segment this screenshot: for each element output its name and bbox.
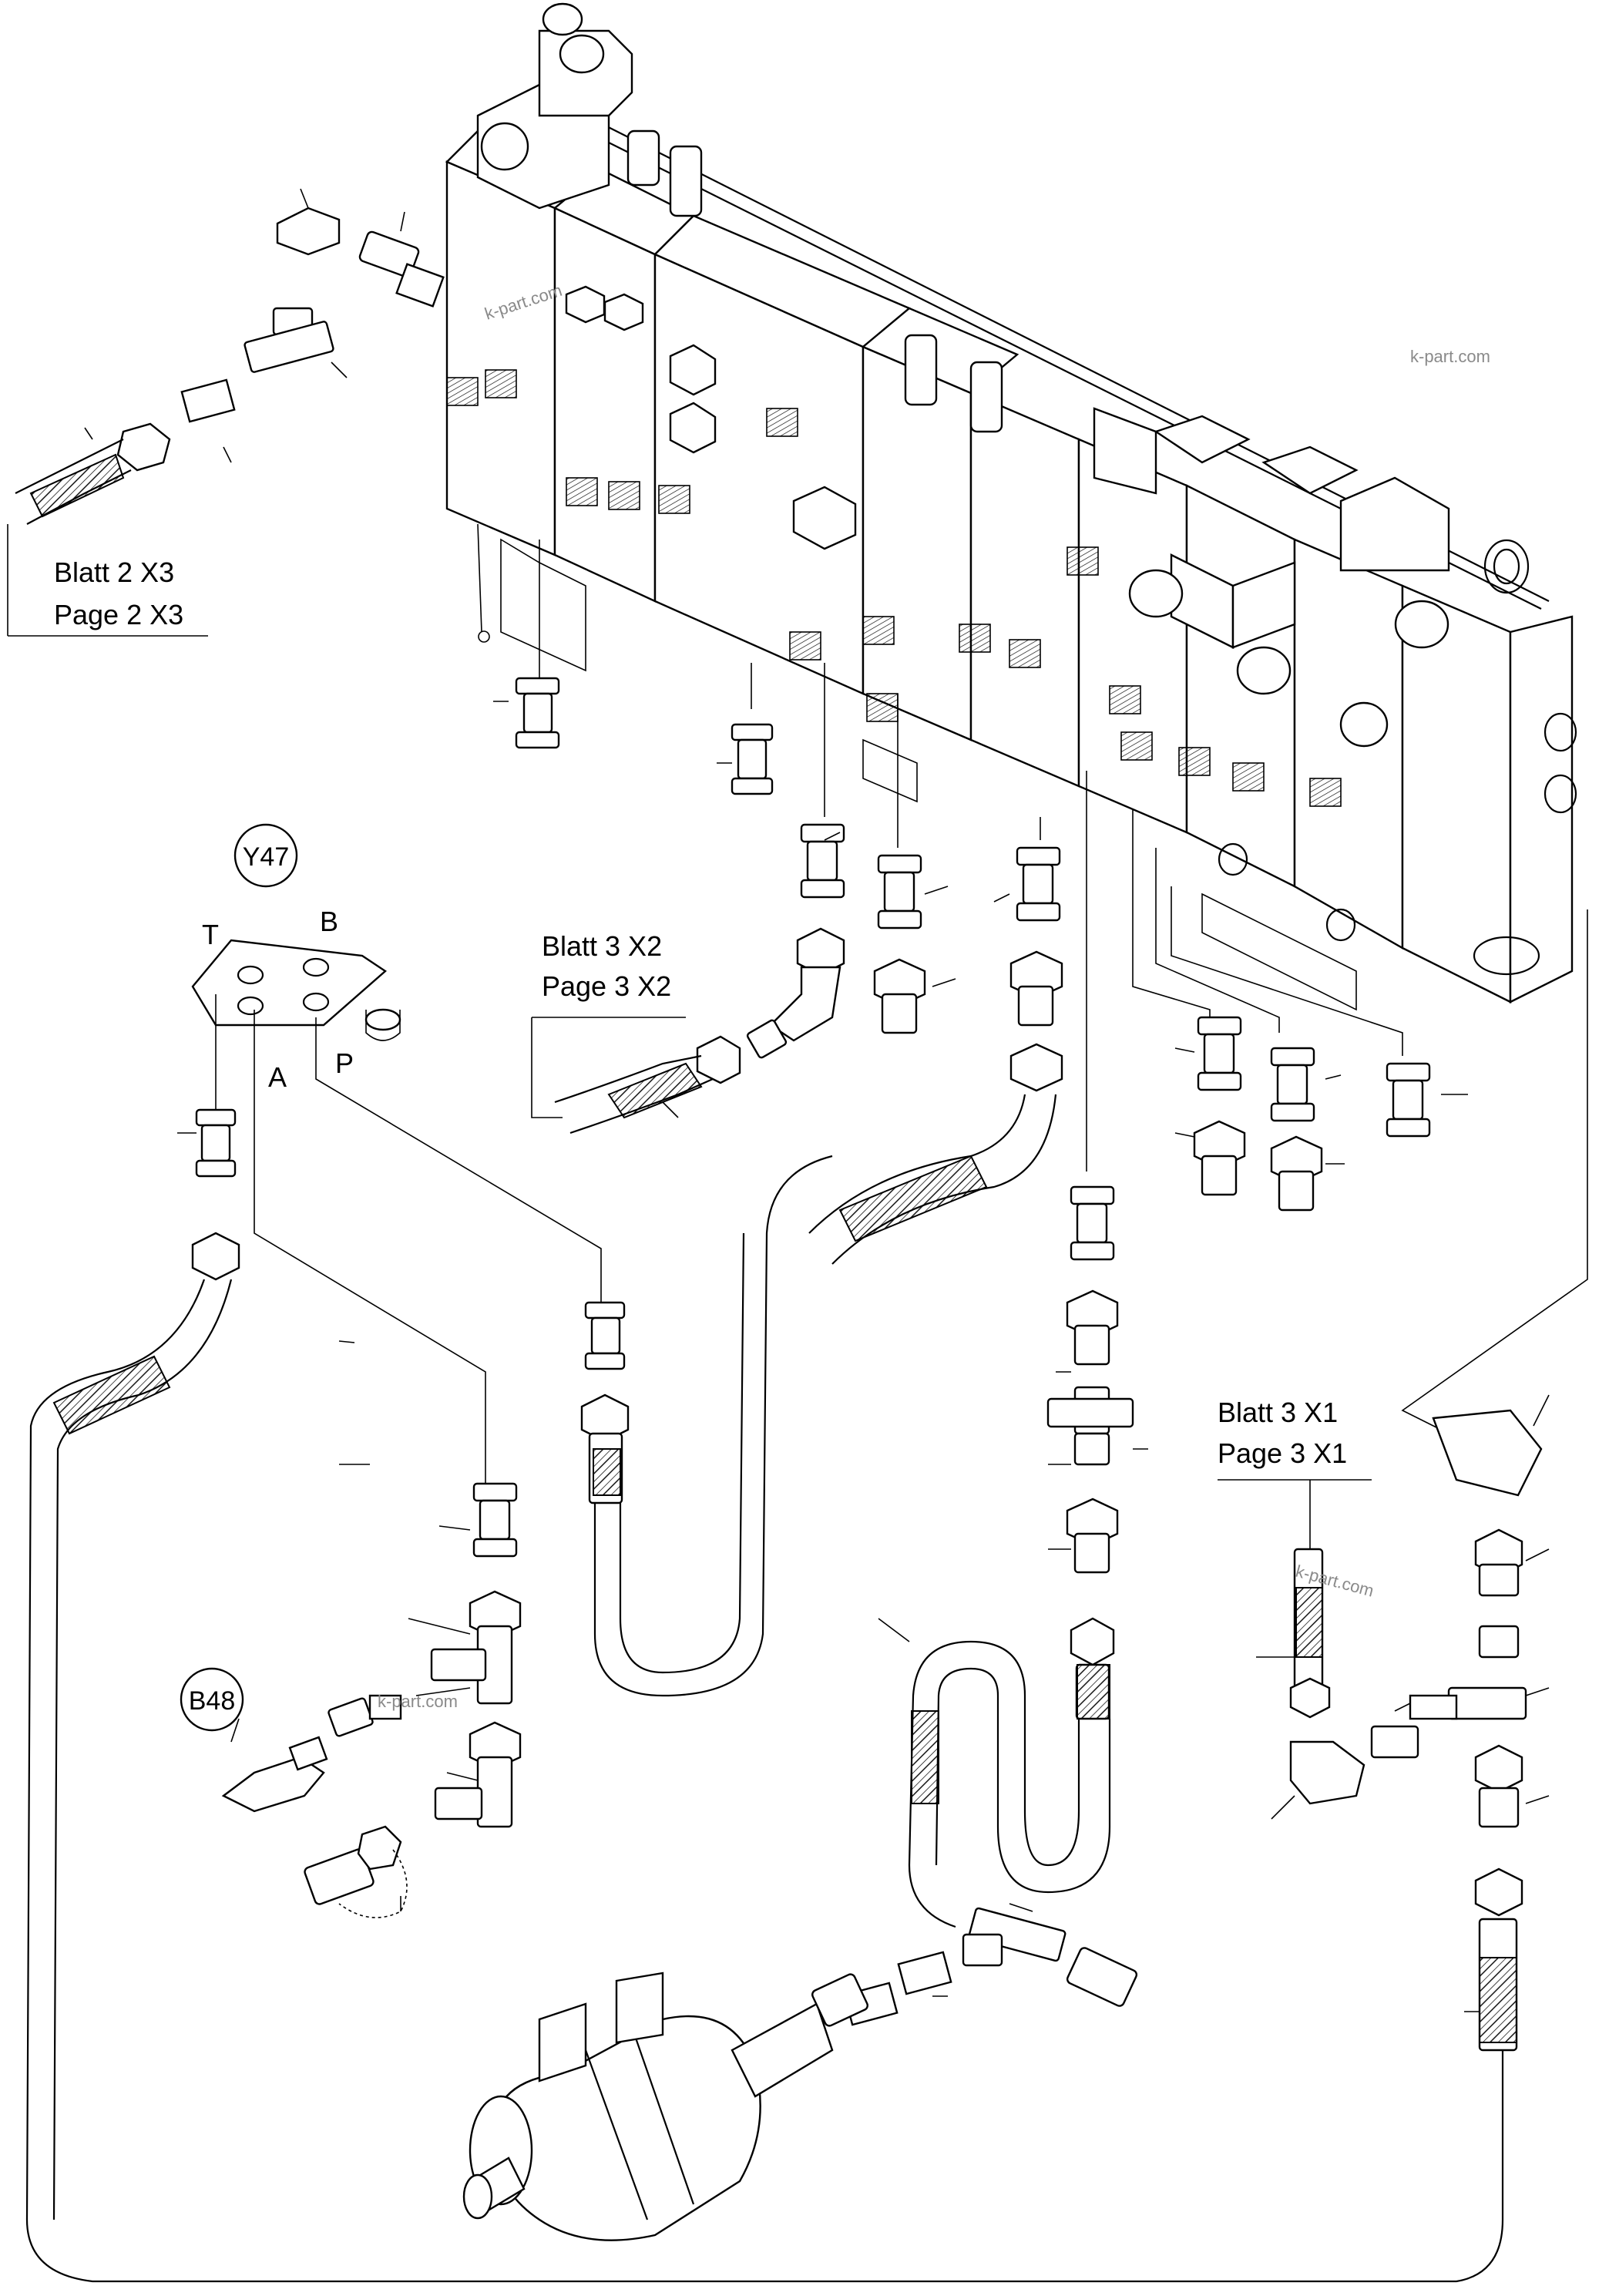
accumulator (462, 1972, 868, 2241)
fittings (116, 207, 1543, 2052)
page-2-x3-text: Page 2 X3 (54, 599, 183, 630)
y47-text: Y47 (243, 842, 290, 872)
b48-callout: B48 (180, 1667, 244, 1732)
y47-valve-plate (191, 939, 602, 1484)
blatt-3-x1-text: Blatt 3 X1 (1218, 1397, 1338, 1428)
blatt-2-x3-text: Blatt 2 X3 (54, 556, 174, 588)
page-3-x2-text: Page 3 X2 (542, 970, 671, 1002)
blatt-2-x3-label: Blatt 2 X3 Page 2 X3 (54, 556, 183, 630)
port-b-label: B (320, 906, 338, 937)
y47-callout: Y47 (233, 823, 298, 888)
blatt-3-x2-label: Blatt 3 X2 Page 3 X2 (542, 930, 671, 1002)
page-3-x1-text: Page 3 X1 (1218, 1437, 1347, 1469)
port-a-label: A (268, 1061, 287, 1093)
watermark: k-part.com (378, 1692, 458, 1711)
drop-lines (539, 540, 1588, 1434)
blatt-3-x2-text: Blatt 3 X2 (542, 930, 662, 962)
blatt-3-x1-label: Blatt 3 X1 Page 3 X1 (1218, 1397, 1347, 1469)
reference-frames (7, 524, 1372, 1743)
watermark: k-part.com (1410, 347, 1490, 366)
valve-block-assembly (445, 2, 1577, 1011)
b48-text: B48 (189, 1686, 236, 1716)
callout-ticks (84, 188, 1550, 2012)
hoses (15, 439, 1517, 2283)
port-t-label: T (202, 919, 219, 950)
port-p-label: P (335, 1047, 354, 1079)
